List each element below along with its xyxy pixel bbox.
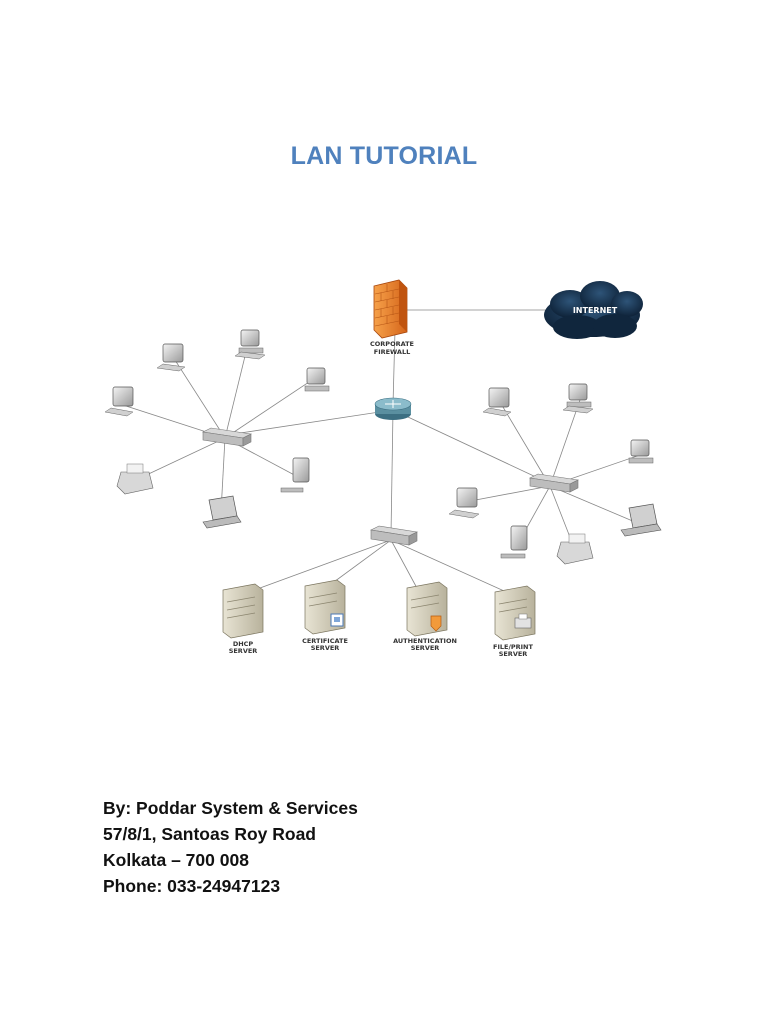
contact-block: By: Poddar System & Services 57/8/1, San… — [103, 795, 358, 899]
city-line: Kolkata – 700 008 — [103, 850, 249, 870]
laptop-icon-2 — [620, 503, 662, 537]
authentication-label-line2: SERVER — [411, 644, 440, 652]
printer-icon-1 — [116, 463, 154, 495]
desktop-icon-4 — [104, 386, 134, 417]
certificate-label-line1: CERTIFICATE — [302, 637, 348, 645]
dhcp-label-line2: SERVER — [229, 647, 258, 655]
laptop-icon-1 — [202, 495, 242, 529]
desktop-icon-2 — [234, 329, 266, 360]
dhcp-server-icon — [222, 583, 264, 639]
desktop-icon-8 — [448, 487, 480, 519]
fileprint-label-line2: SERVER — [499, 650, 528, 658]
internet-label: INTERNET — [573, 306, 618, 315]
internet-cloud-icon — [544, 281, 643, 339]
dhcp-label-line1: DHCP — [233, 640, 254, 648]
phone-line: Phone: 033-24947123 — [103, 876, 281, 896]
authentication-label-line1: AUTHENTICATION — [393, 637, 457, 645]
authentication-server-icon — [406, 581, 448, 637]
right-switch-icon — [529, 473, 579, 493]
router-icon — [374, 397, 412, 420]
flatscreen-icon-1 — [280, 457, 310, 493]
certificate-label-line2: SERVER — [311, 644, 340, 652]
firewall-label-line1: CORPORATE — [370, 340, 414, 348]
address-line: 57/8/1, Santoas Roy Road — [103, 824, 316, 844]
firewall-label-line2: FIREWALL — [374, 348, 411, 356]
flatscreen-icon-2 — [500, 525, 528, 559]
server-switch-icon — [370, 525, 418, 546]
desktop-icon-6 — [562, 383, 594, 414]
printer-icon-2 — [556, 533, 594, 565]
file-print-server-icon — [494, 585, 536, 641]
desktop-icon-3 — [304, 367, 330, 392]
desktop-icon-1 — [156, 343, 186, 372]
corporate-firewall-icon — [373, 279, 408, 339]
desktop-icon-5 — [482, 387, 512, 417]
certificate-server-icon — [304, 579, 346, 635]
fileprint-label-line1: FILE/PRINT — [493, 643, 533, 651]
desktop-icon-7 — [628, 439, 654, 464]
network-diagram: CORPORATE FIREWALL INTERNET — [95, 260, 685, 690]
author-line: By: Poddar System & Services — [103, 798, 358, 818]
left-switch-icon — [202, 427, 252, 447]
page-title: LAN TUTORIAL — [290, 142, 478, 170]
